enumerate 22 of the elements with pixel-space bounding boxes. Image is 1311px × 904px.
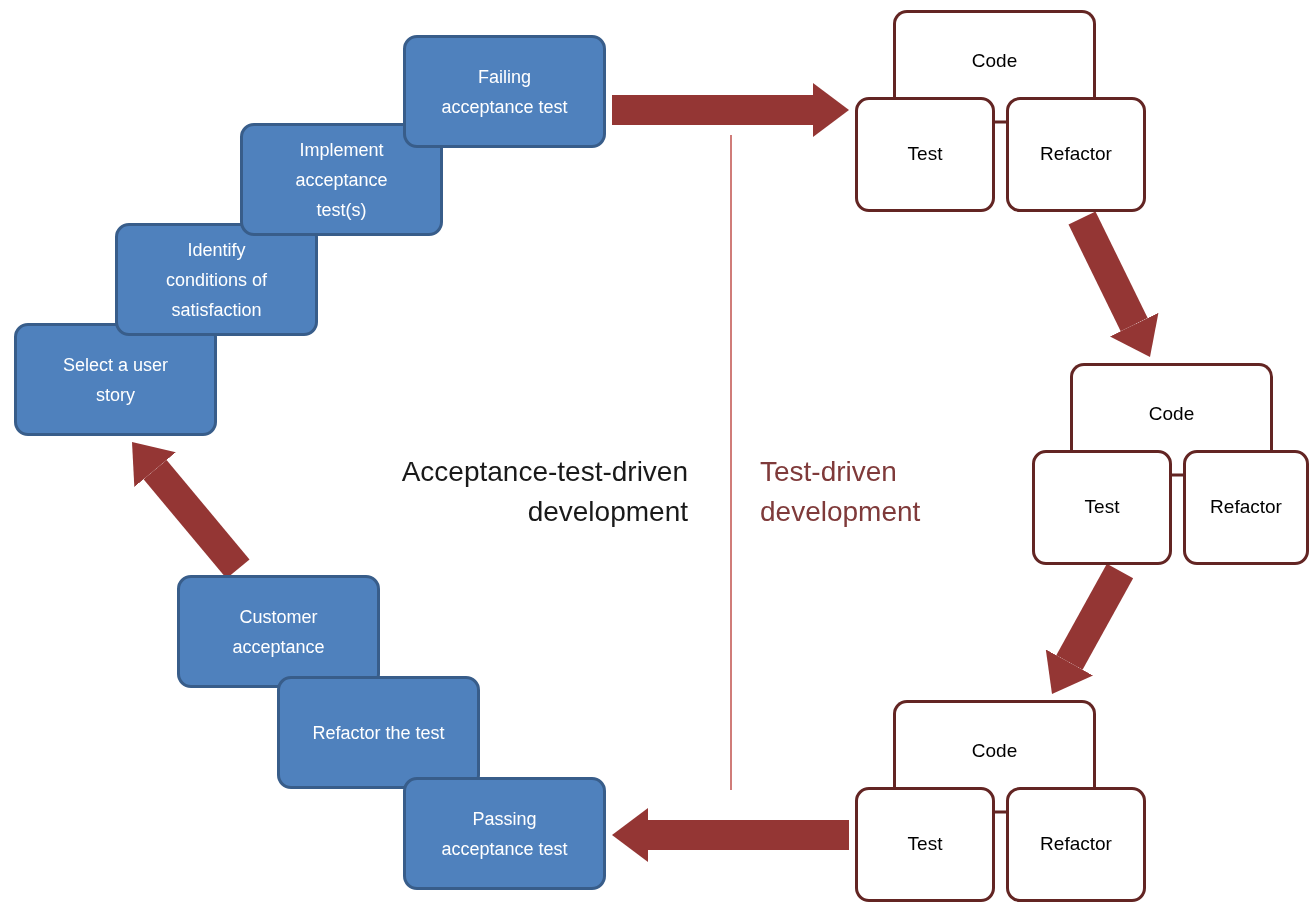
code-box: Code — [893, 700, 1096, 787]
code-box: Code — [1070, 363, 1273, 450]
process-box: Test — [1032, 450, 1172, 565]
process-box: Test — [855, 97, 995, 212]
process-box: Customer acceptance — [177, 575, 380, 688]
process-box: Implement acceptance test(s) — [240, 123, 443, 236]
process-box: Failing acceptance test — [403, 35, 606, 148]
process-box: Select a user story — [14, 323, 217, 436]
chevron-arrow — [612, 808, 849, 862]
process-box: Refactor — [1183, 450, 1309, 565]
chevron-arrow — [1045, 563, 1134, 694]
process-box: Refactor — [1006, 97, 1146, 212]
process-box: Refactor the test — [277, 676, 480, 789]
chevron-arrow — [612, 83, 849, 137]
code-box: Code — [893, 10, 1096, 97]
process-box: Test — [855, 787, 995, 902]
process-box: Identify conditions of satisfaction — [115, 223, 318, 336]
process-box: Refactor — [1006, 787, 1146, 902]
process-box: Passing acceptance test — [403, 777, 606, 890]
section-title: Acceptance-test-driven development — [400, 455, 688, 529]
section-title: Test-driven development — [760, 455, 922, 529]
chevron-arrow — [1068, 211, 1159, 357]
